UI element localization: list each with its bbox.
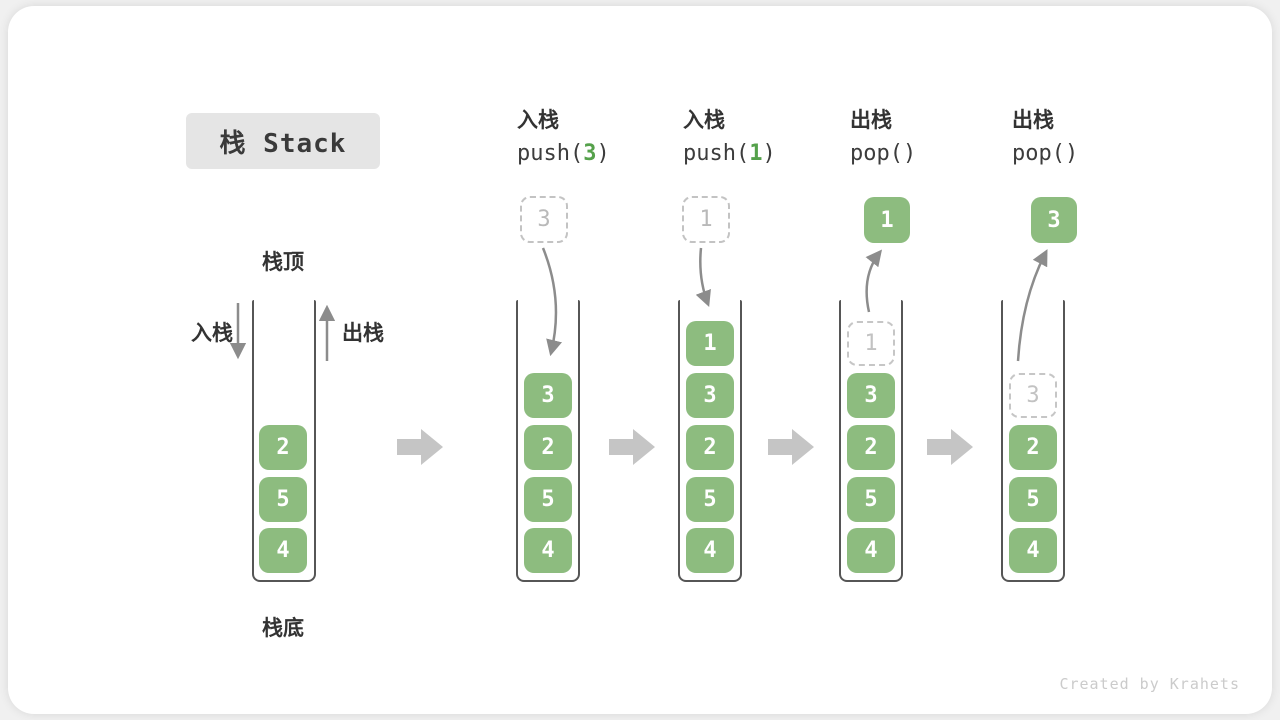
stack-bottom-label: 栈底 [262, 616, 304, 640]
base-cell: 5 [259, 477, 307, 522]
step4-popped-value-box: 3 [1031, 197, 1077, 243]
stack-frame-step4 [1001, 300, 1065, 582]
step3-cell: 4 [847, 528, 895, 573]
pop-direction-label: 出栈 [342, 321, 384, 345]
step4-code-post: ) [1064, 141, 1079, 166]
step2-cell: 3 [686, 373, 734, 418]
step4-cell: 2 [1009, 425, 1057, 470]
watermark: Created by Krahets [1059, 675, 1240, 693]
step2-cell: 5 [686, 477, 734, 522]
step1-cell: 5 [524, 477, 572, 522]
base-cell: 2 [259, 425, 307, 470]
step4-code-pre: pop( [1012, 141, 1065, 166]
step4-cell: 4 [1009, 528, 1057, 573]
step2-code-post: ) [762, 141, 776, 166]
base-cell: 4 [259, 528, 307, 573]
step3-code: pop() [850, 141, 916, 166]
step2-code: push(1) [683, 141, 776, 166]
step2-cell: 4 [686, 528, 734, 573]
stack-frame-step1 [516, 300, 580, 582]
stack-frame-step3 [839, 300, 903, 582]
step1-code-arg: 3 [583, 141, 597, 166]
title-box: 栈 Stack [186, 113, 380, 169]
step4-cell-ghost: 3 [1009, 373, 1057, 418]
step1-code: push(3) [517, 141, 610, 166]
step3-op-label: 出栈 [850, 108, 892, 132]
step3-code-post: ) [902, 141, 917, 166]
step2-cell: 2 [686, 425, 734, 470]
step3-cell: 5 [847, 477, 895, 522]
step1-cell: 4 [524, 528, 572, 573]
step1-code-pre: push( [517, 141, 584, 166]
push-direction-label: 入栈 [191, 321, 233, 345]
step2-code-arg: 1 [749, 141, 763, 166]
step4-code: pop() [1012, 141, 1078, 166]
step2-code-pre: push( [683, 141, 750, 166]
step1-cell: 3 [524, 373, 572, 418]
stack-frame-step2 [678, 300, 742, 582]
step1-cell: 2 [524, 425, 572, 470]
step3-cell-ghost: 1 [847, 321, 895, 366]
stack-frame-base [252, 300, 316, 582]
step1-incoming-value-box: 3 [520, 196, 568, 243]
stack-top-label: 栈顶 [262, 250, 304, 274]
step2-incoming-value-box: 1 [682, 196, 730, 243]
step1-op-label: 入栈 [517, 108, 559, 132]
step3-cell: 3 [847, 373, 895, 418]
step2-op-label: 入栈 [683, 108, 725, 132]
title-text: 栈 Stack [219, 128, 347, 159]
step4-op-label: 出栈 [1012, 108, 1054, 132]
step1-code-post: ) [596, 141, 610, 166]
step2-cell: 1 [686, 321, 734, 366]
step3-code-pre: pop( [850, 141, 903, 166]
step4-cell: 5 [1009, 477, 1057, 522]
step3-cell: 2 [847, 425, 895, 470]
step3-popped-value-box: 1 [864, 197, 910, 243]
